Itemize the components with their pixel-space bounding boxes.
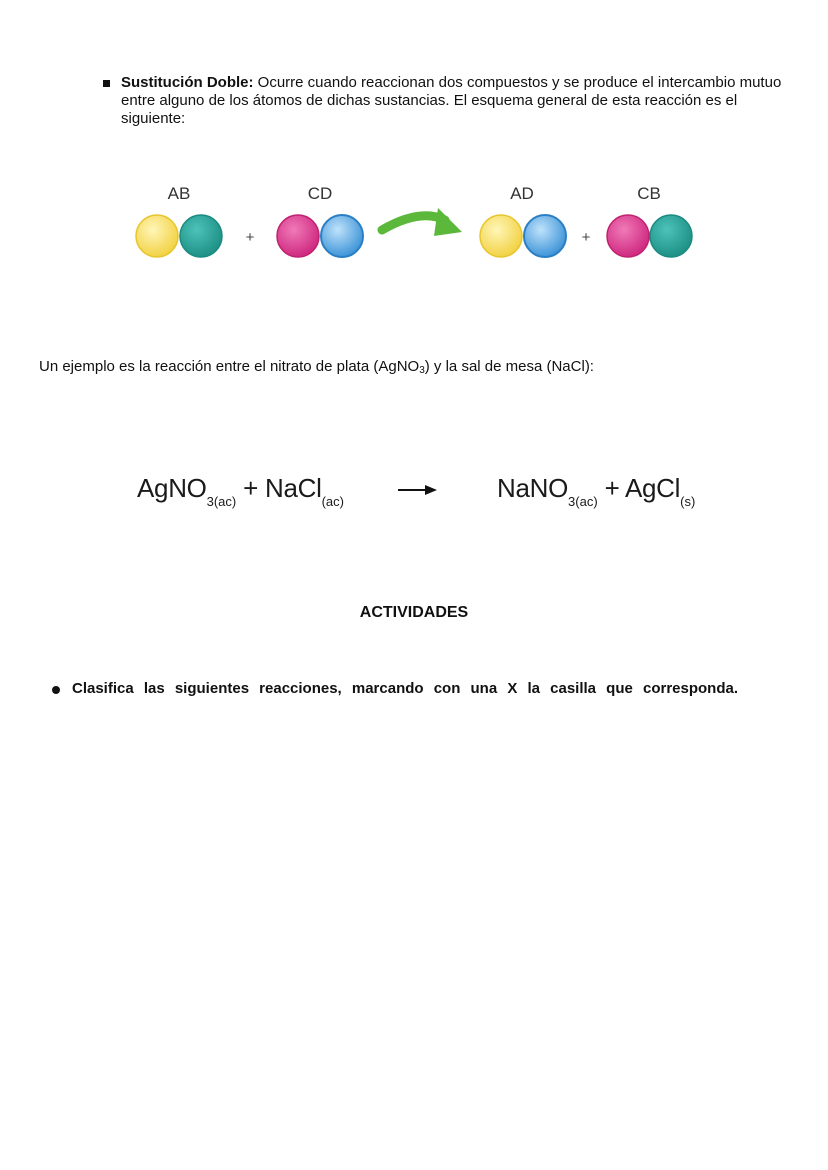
bullet-square [103, 80, 110, 87]
plus-sign-2: + [582, 229, 591, 246]
atom-c-product [606, 214, 650, 258]
atom-a-product [479, 214, 523, 258]
product-agcl-state: (s) [680, 494, 696, 509]
definition-paragraph: Sustitución Doble: Ocurre cuando reaccio… [121, 74, 786, 128]
product-agcl: + AgCl [604, 473, 681, 503]
reaction-arrow-icon [377, 208, 462, 236]
reactant-agno3: AgNO [137, 473, 207, 503]
reaction-scheme-diagram: AB CD AD CB + [120, 178, 720, 278]
atom-a [135, 214, 179, 258]
definition-term: Sustitución Doble: [121, 74, 254, 91]
example-text-before: Un ejemplo es la reacción entre el nitra… [39, 358, 420, 375]
example-subscript: 3 [419, 365, 425, 376]
example-sentence: Un ejemplo es la reacción entre el nitra… [39, 358, 594, 380]
molecule-spheres-svg: + + [135, 208, 693, 258]
product-nano3: NaNO [497, 473, 569, 503]
equation-products: NaNO3(ac) + AgCl(s) [497, 473, 695, 509]
label-cb: CB [637, 184, 661, 203]
example-text-after: ) y la sal de mesa (NaCl): [424, 358, 594, 375]
atom-b [179, 214, 223, 258]
plus-sign-1: + [246, 229, 255, 246]
product-nano3-state: 3(ac) [568, 494, 598, 509]
label-ab: AB [167, 184, 191, 203]
atom-b-product [649, 214, 693, 258]
activity-instruction: Clasifica las siguientes reacciones, mar… [72, 680, 738, 697]
reactant-nacl-state: (ac) [321, 494, 344, 509]
activities-heading: ACTIVIDADES [359, 604, 469, 621]
definition-text: Ocurre cuando reaccionan dos compuestos … [121, 74, 782, 127]
atom-c [276, 214, 320, 258]
atom-d [320, 214, 364, 258]
equation-arrow-icon [398, 485, 437, 495]
equation-reactants: AgNO3(ac) + NaCl(ac) [137, 473, 344, 509]
reactant-agno3-state: 3(ac) [206, 494, 237, 509]
label-ad: AD [510, 184, 534, 203]
label-cd: CD [307, 184, 333, 203]
reactant-nacl: + NaCl [243, 473, 322, 503]
bullet-dot [52, 686, 60, 694]
atom-d-product [523, 214, 567, 258]
